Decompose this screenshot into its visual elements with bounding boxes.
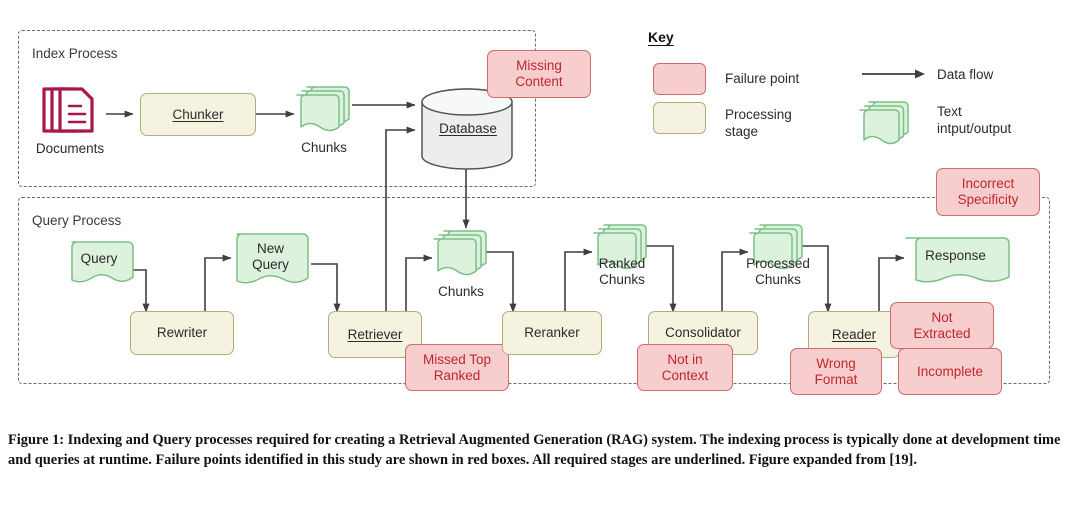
stage-reader-label: Reader: [831, 326, 877, 342]
stage-chunker-label: Chunker: [172, 106, 224, 122]
stage-retriever[interactable]: Retriever: [328, 311, 422, 358]
key-arrow-icon: [862, 69, 925, 79]
key-text-io-icon: [856, 99, 914, 147]
key-title: Key: [648, 29, 674, 45]
stage-rewriter[interactable]: Rewriter: [130, 311, 234, 355]
failure-missed-top-ranked[interactable]: Missed Top Ranked: [405, 344, 509, 391]
failure-not-in-context-label: Not in Context: [661, 351, 709, 383]
failure-not-extracted[interactable]: Not Extracted: [890, 302, 994, 349]
failure-incorrect-specificity[interactable]: Incorrect Specificity: [936, 168, 1040, 216]
documents-icon: [38, 84, 102, 144]
index-process-label: Index Process: [32, 46, 118, 61]
stage-chunker[interactable]: Chunker: [140, 93, 256, 136]
figure-caption: Figure 1: Indexing and Query processes r…: [8, 432, 1061, 469]
failure-incomplete[interactable]: Incomplete: [898, 348, 1002, 395]
processed-chunks-icon: [746, 222, 808, 272]
query-chunks-icon: [430, 228, 492, 278]
documents-label: Documents: [35, 141, 105, 156]
stage-reranker[interactable]: Reranker: [502, 311, 602, 355]
key-swatch-failure-point: [653, 63, 706, 95]
failure-wrong-format-label: Wrong Format: [814, 355, 858, 387]
query-chunks-label: Chunks: [438, 284, 484, 299]
stage-retriever-label: Retriever: [347, 326, 403, 342]
new-query-doc-icon: [233, 230, 311, 290]
index-process-container: [18, 30, 536, 187]
stage-reranker-label: Reranker: [524, 325, 580, 341]
processed-chunks-label: Processed Chunks: [746, 256, 810, 287]
key-swatch-processing-stage: [653, 102, 706, 134]
key-label-text-io: Text intput/output: [937, 104, 1012, 136]
query-process-label: Query Process: [32, 213, 122, 228]
failure-not-in-context[interactable]: Not in Context: [637, 344, 733, 391]
ranked-chunks-label: Ranked Chunks: [598, 256, 646, 287]
index-chunks-icon: [293, 84, 355, 134]
failure-missed-top-ranked-label: Missed Top Ranked: [422, 351, 492, 383]
database-label: Database: [439, 121, 497, 136]
key-label-data-flow: Data flow: [937, 67, 994, 82]
failure-missing-content[interactable]: Missing Content: [487, 50, 591, 98]
failure-incomplete-label: Incomplete: [916, 363, 984, 379]
query-doc-icon: [68, 238, 134, 288]
response-doc-icon: [902, 234, 1012, 286]
key-label-processing-stage: Processing stage: [725, 107, 792, 139]
ranked-chunks-icon: [590, 222, 652, 272]
failure-wrong-format[interactable]: Wrong Format: [790, 348, 882, 395]
query-process-container: [18, 197, 1050, 384]
failure-not-extracted-label: Not Extracted: [913, 309, 971, 341]
failure-missing-content-label: Missing Content: [515, 58, 563, 89]
index-chunks-label: Chunks: [301, 140, 347, 155]
stage-rewriter-label: Rewriter: [156, 325, 208, 341]
failure-incorrect-specificity-label: Incorrect Specificity: [957, 176, 1019, 207]
stage-consolidator-label: Consolidator: [665, 325, 741, 341]
key-label-failure-point: Failure point: [725, 71, 800, 86]
